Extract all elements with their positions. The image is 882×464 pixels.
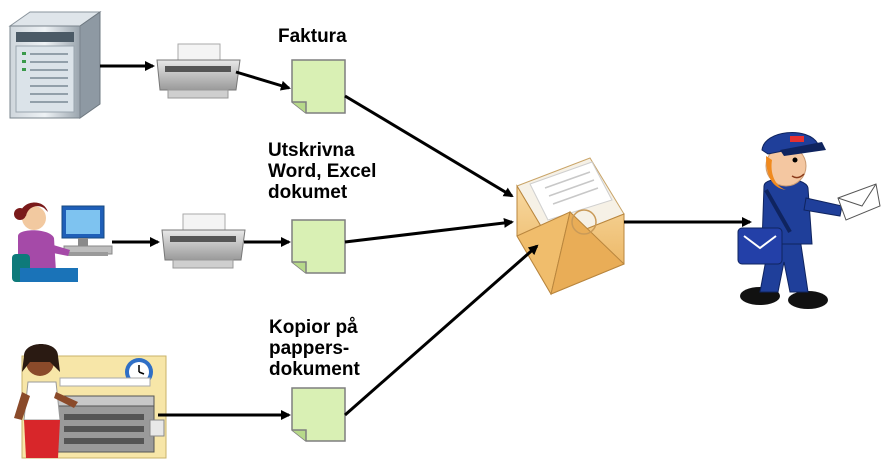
- flow-arrows: [100, 61, 752, 420]
- printed-documents-label: Utskrivna Word, Excel dokumet: [268, 140, 377, 203]
- invoice-label: Faktura: [278, 26, 347, 47]
- document-icon: [291, 387, 346, 442]
- envelope-icon: [516, 157, 625, 296]
- paper-copies-label: Kopior på pappers- dokument: [269, 317, 360, 380]
- copier-user-icon: [14, 344, 167, 459]
- server-icon: [8, 11, 102, 119]
- postman-icon: [737, 132, 881, 309]
- document-icon: [291, 59, 346, 114]
- printer-icon: [156, 43, 241, 99]
- arrow-copies-to-envelope: [344, 244, 539, 417]
- computer-user-icon: [12, 202, 113, 282]
- arrow-printer-to-invoice: [235, 70, 291, 91]
- arrow-document-to-envelope: [344, 217, 514, 244]
- document-icon: [291, 219, 346, 274]
- arrow-invoice-to-envelope: [344, 94, 514, 198]
- printer-icon: [161, 213, 246, 269]
